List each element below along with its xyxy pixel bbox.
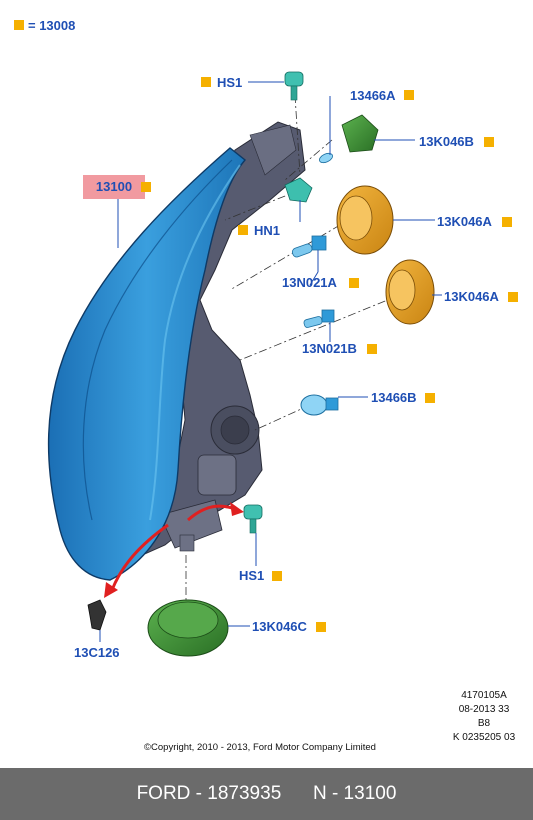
marker-hs1-top: [201, 77, 211, 87]
copyright-text: ©Copyright, 2010 - 2013, Ford Motor Comp…: [144, 742, 376, 753]
label-13100-highlight: 13100: [83, 175, 145, 199]
label-leaders: [117, 81, 319, 286]
marker-hn1: [238, 225, 248, 235]
bulb-13466b: [300, 394, 368, 416]
hs1-screw-bottom: [243, 504, 263, 566]
label-13466a: 13466A: [350, 88, 396, 103]
label-13k046a-1: 13K046A: [437, 214, 492, 229]
meta-line-2: 08-2013 33: [458, 704, 510, 715]
removal-arrows: [104, 502, 244, 598]
label-13008: = 13008: [28, 18, 76, 33]
bulb-13466a: [319, 96, 333, 164]
label-13k046c: 13K046C: [252, 619, 307, 634]
marker-13466b: [425, 393, 435, 403]
cap-13k046a-1: [336, 185, 435, 255]
hn1-clip: [284, 177, 313, 222]
marker-13k046c: [316, 622, 326, 632]
footer-reference: N - 13100: [312, 783, 397, 804]
marker-13466a: [404, 90, 414, 100]
connector-13c126: [87, 599, 107, 642]
label-13k046b: 13K046B: [419, 134, 474, 149]
marker-13k046b: [484, 137, 494, 147]
meta-line-1: 4170105A: [461, 690, 507, 701]
marker-13k046a-2: [508, 292, 518, 302]
hs1-screw-top: [284, 71, 304, 101]
diagram-drawing: [47, 71, 442, 657]
label-hn1: HN1: [254, 223, 281, 238]
label-hs1-top: HS1: [217, 75, 243, 90]
bulb-13n021a: [291, 235, 327, 272]
headlamp-housing: [119, 121, 306, 566]
marker-hs1-bottom: [272, 571, 282, 581]
footer-part-number: FORD - 1873935: [136, 783, 282, 804]
bulb-13n021b: [303, 309, 335, 342]
label-13n021b: 13N021B: [302, 341, 357, 356]
label-13466b: 13466B: [371, 390, 417, 405]
marker-13n021a: [349, 278, 359, 288]
legend-marker: [14, 20, 24, 30]
label-13n021a: 13N021A: [282, 275, 337, 290]
cap-13k046b: [341, 114, 415, 153]
label-13k046a-2: 13K046A: [444, 289, 499, 304]
label-13c126: 13C126: [74, 645, 120, 660]
marker-13k046a-1: [502, 217, 512, 227]
label-hs1-bottom: HS1: [239, 568, 265, 583]
marker-13n021b: [367, 344, 377, 354]
marker-13100: [141, 182, 151, 192]
headlamp-exploded-diagram: = 13008 HS1 13466A 13K046B 13100 HN1 13K…: [14, 18, 518, 753]
meta-line-3: B8: [477, 718, 491, 729]
cap-13k046c: [147, 599, 250, 657]
cap-13k046a-2: [385, 259, 442, 325]
meta-line-4: K 0235205 03: [452, 732, 516, 743]
footer-bar: FORD - 1873935 N - 13100: [0, 768, 533, 820]
footer-spacer: [281, 783, 313, 805]
headlamp-lens: [47, 147, 247, 581]
